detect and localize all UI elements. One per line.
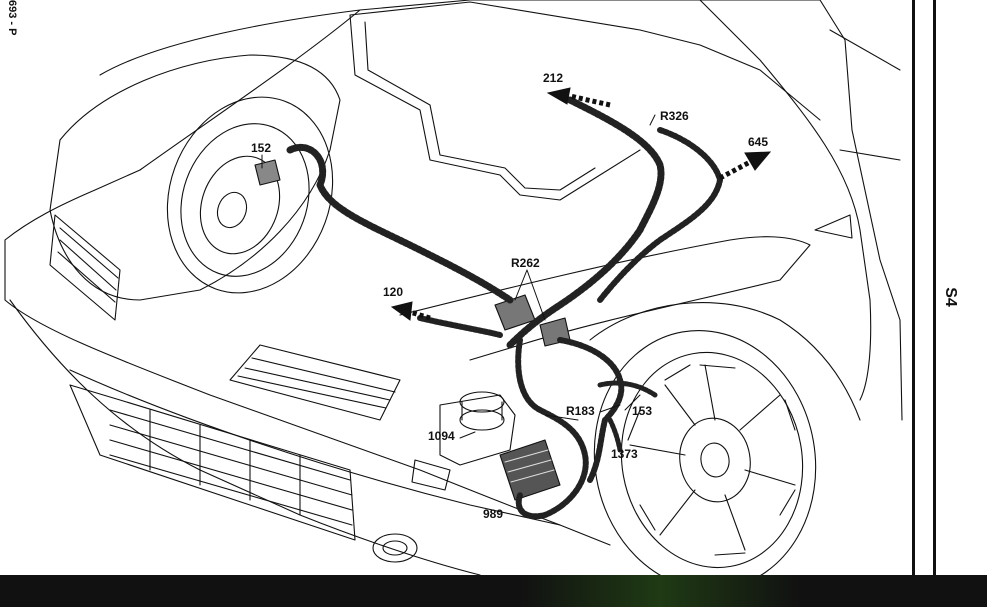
- module-989: [499, 439, 561, 501]
- arrow-212-icon: [546, 87, 611, 108]
- bottom-band-accent: [520, 575, 800, 607]
- reservoir-1094: [439, 394, 516, 466]
- harness-main-c: [597, 127, 723, 303]
- arrow-120-icon: [390, 301, 431, 321]
- margin-rule-outer: [933, 0, 936, 575]
- harness-branch-down: [515, 337, 589, 520]
- headlamp: [399, 236, 811, 361]
- callout-152: 152: [251, 141, 272, 155]
- bumper-outline: [4, 169, 561, 526]
- grille-lower: [69, 384, 356, 541]
- grille-left: [49, 214, 121, 321]
- callout-1373: 1373: [611, 447, 638, 461]
- fog-lamp: [372, 533, 418, 563]
- spare-wheel-outer: [166, 96, 334, 294]
- engine-tray: [349, 1, 821, 201]
- figure-code: 693 - P: [6, 0, 18, 36]
- harness-branch-1373: [607, 417, 623, 453]
- callout-r262: R262: [511, 256, 540, 270]
- callout-212: 212: [543, 71, 564, 85]
- callout-r183: R183: [566, 404, 595, 418]
- callout-645: 645: [748, 135, 769, 149]
- arrow-645-icon: [718, 151, 772, 181]
- hood-outline: [99, 0, 821, 171]
- sheet-tag: S4: [941, 287, 959, 307]
- bottom-band: [0, 575, 987, 607]
- margin-rule: [912, 0, 915, 575]
- sensor-152: [254, 159, 281, 186]
- callout-r326: R326: [660, 109, 689, 123]
- harness-main-b: [506, 96, 665, 349]
- callout-153: 153: [632, 404, 653, 418]
- grille-centre: [229, 344, 401, 421]
- harness-branch-right: [557, 337, 625, 483]
- front-wing-right: [699, 0, 872, 401]
- harness-branch-153: [597, 380, 658, 398]
- wheel-arch: [589, 302, 861, 421]
- callout-989: 989: [483, 507, 504, 521]
- harness-main-a: [286, 144, 514, 304]
- harness-branch-120: [417, 315, 503, 338]
- body-panel-left: [49, 54, 341, 301]
- callout-1094: 1094: [428, 429, 455, 443]
- callout-120: 120: [383, 285, 404, 299]
